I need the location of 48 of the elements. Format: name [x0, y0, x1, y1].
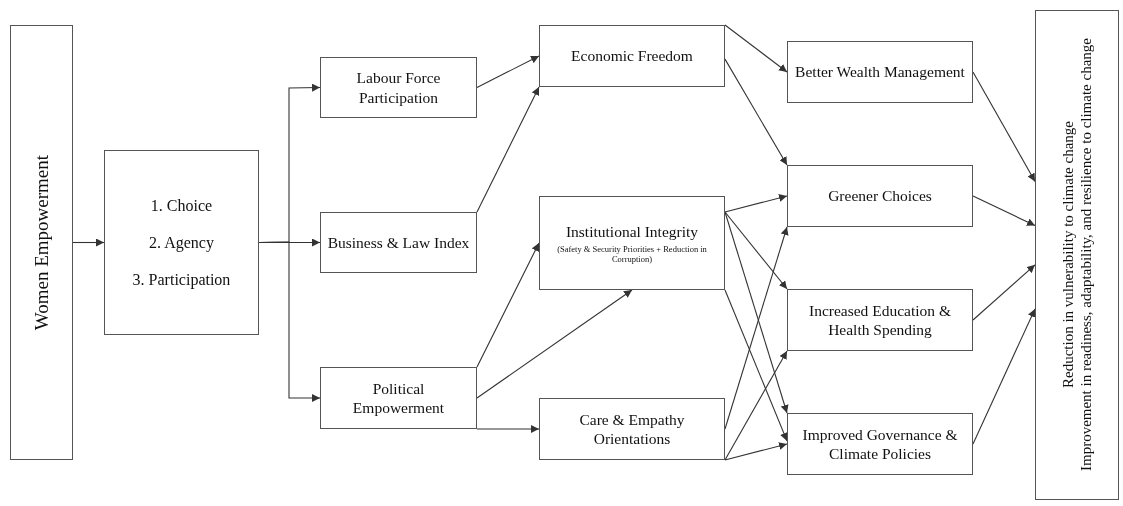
arrow — [476, 242, 540, 368]
box-label: Business & Law Index — [327, 232, 470, 253]
box-label: Better Wealth Management — [795, 62, 965, 82]
arrow — [258, 241, 321, 402]
process-box — [787, 413, 973, 475]
outcome-text: Improvement in readiness, adaptability, and resilience to climate change — [1077, 38, 1095, 472]
arrow — [972, 71, 1036, 183]
process-box — [787, 165, 973, 227]
process-box — [539, 398, 725, 460]
list-item: 3. Participation — [132, 270, 231, 290]
arrow — [724, 24, 788, 73]
process-box — [787, 289, 973, 351]
outcome-box — [1035, 10, 1119, 500]
box-label: Economic Freedom — [571, 46, 693, 66]
box-label: Care & Empathy Orientations — [578, 409, 686, 449]
arrow — [972, 195, 1036, 227]
process-box — [104, 150, 259, 335]
arrow — [724, 350, 788, 461]
box-label: Labour Force Participation — [355, 68, 442, 107]
process-box — [787, 41, 973, 103]
outcome-text: Reduction in vulnerability to climate change — [1059, 121, 1077, 389]
process-box — [539, 25, 725, 87]
box-label: Political Empowerment — [351, 378, 446, 418]
list-item: 1. Choice — [150, 195, 213, 215]
arrow — [972, 264, 1036, 321]
list-item: 2. Agency — [149, 232, 214, 253]
process-box — [320, 57, 477, 118]
process-box — [539, 196, 725, 290]
arrow — [72, 238, 105, 247]
arrow — [476, 86, 540, 213]
process-box — [320, 212, 477, 273]
arrow — [972, 308, 1036, 445]
arrow — [724, 194, 788, 213]
box-label: Women Empowerment — [29, 154, 53, 331]
arrow — [724, 211, 788, 290]
box-note: (Safety & Security Priorities + Reduction in Corruption) — [556, 243, 708, 264]
arrow — [724, 442, 788, 461]
box-label: Improved Governance & Climate Policies — [801, 424, 959, 464]
box-label: Institutional Integrity — [565, 222, 699, 242]
arrow — [476, 55, 540, 89]
process-box — [320, 367, 477, 429]
arrow — [724, 289, 788, 442]
box-label: Greener Choices — [828, 186, 932, 206]
process-box — [10, 25, 73, 460]
arrow — [476, 289, 633, 399]
arrow — [476, 425, 540, 433]
arrow — [724, 58, 788, 166]
box-label: Increased Education & Health Spending — [808, 300, 952, 340]
